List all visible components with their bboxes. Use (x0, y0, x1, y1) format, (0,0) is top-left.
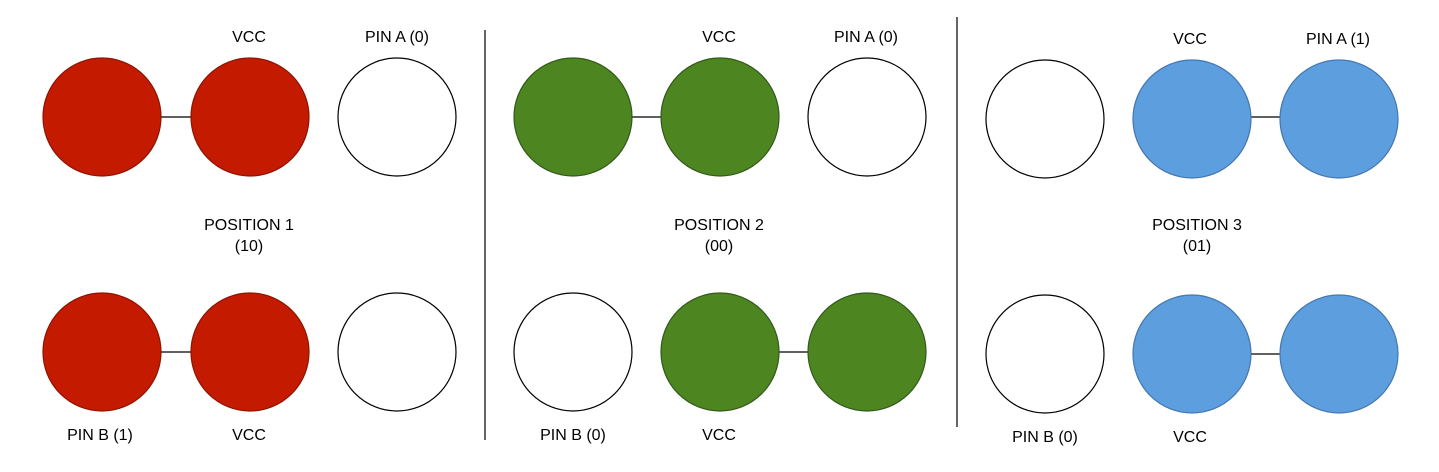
panel-position-2: VCC PIN A (0) POSITION 2 (00) PIN B (0) … (513, 29, 927, 444)
p2-pin-a-label: PIN A (0) (834, 29, 898, 46)
p3-pin-b-label: PIN B (0) (1012, 429, 1078, 446)
p3-top-contact-1 (985, 59, 1105, 179)
p1-bottom-vcc-label: VCC (232, 427, 266, 444)
p1-top-contact-2 (190, 57, 310, 177)
p2-top-contact-1 (513, 57, 633, 177)
panel-position-1: VCC PIN A (0) POSITION 1 (10) PIN B (1) … (42, 29, 457, 444)
p1-bottom-contact-3 (337, 292, 457, 412)
p3-bottom-contact-2 (1132, 294, 1252, 414)
p1-bottom-contact-2 (190, 292, 310, 412)
p3-bottom-contact-1 (985, 294, 1105, 414)
p1-top-contact-1 (42, 57, 162, 177)
p3-pin-a-label: PIN A (1) (1306, 31, 1370, 48)
p2-bottom-contact-1 (513, 292, 633, 412)
p1-bottom-contact-1 (42, 292, 162, 412)
p3-position-code: (01) (1183, 238, 1211, 255)
p2-pin-b-label: PIN B (0) (540, 427, 606, 444)
p3-bottom-vcc-label: VCC (1173, 429, 1207, 446)
p2-bottom-vcc-label: VCC (702, 427, 736, 444)
p2-top-vcc-label: VCC (702, 29, 736, 46)
p2-position-title: POSITION 2 (674, 217, 764, 234)
p3-top-contact-2 (1132, 59, 1252, 179)
p2-bottom-contact-3 (807, 292, 927, 412)
p2-bottom-contact-2 (660, 292, 780, 412)
p2-position-code: (00) (705, 238, 733, 255)
p3-bottom-contact-3 (1279, 294, 1399, 414)
p1-pin-b-label: PIN B (1) (67, 427, 133, 444)
p1-top-contact-3 (337, 57, 457, 177)
p1-pin-a-label: PIN A (0) (365, 29, 429, 46)
p3-top-vcc-label: VCC (1173, 31, 1207, 48)
p1-position-title: POSITION 1 (204, 217, 294, 234)
panel-position-3: VCC PIN A (1) POSITION 3 (01) PIN B (0) … (985, 31, 1399, 446)
p3-position-title: POSITION 3 (1152, 217, 1242, 234)
p1-top-vcc-label: VCC (232, 29, 266, 46)
p3-top-contact-3 (1279, 59, 1399, 179)
p2-top-contact-2 (660, 57, 780, 177)
p2-top-contact-3 (807, 57, 927, 177)
p1-position-code: (10) (235, 238, 263, 255)
